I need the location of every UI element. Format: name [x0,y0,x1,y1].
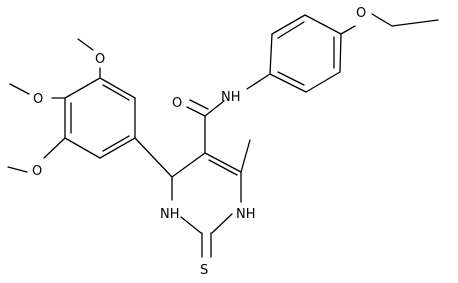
methoxy-top-oxygen: O [95,52,105,67]
thione-sulfur: S [200,263,208,278]
methoxy-bottom-oxygen: O [32,164,42,179]
carboxamide [186,73,271,154]
trimethoxyphenyl-ring [64,77,136,159]
methoxy-bottom [7,137,66,173]
methoxy-top [77,38,101,79]
pyrimidine-ring [134,137,251,258]
carbonyl-oxygen: O [172,96,182,111]
ethoxy-oxygen: O [356,6,366,21]
methoxy-middle [9,83,66,99]
amide-nh: NH [221,90,241,105]
ring-nh-left: NH [160,207,180,222]
ethoxyphenyl-ring [269,13,439,93]
ring-nh-right: NH [236,207,256,222]
methoxy-middle-oxygen: O [33,92,43,107]
